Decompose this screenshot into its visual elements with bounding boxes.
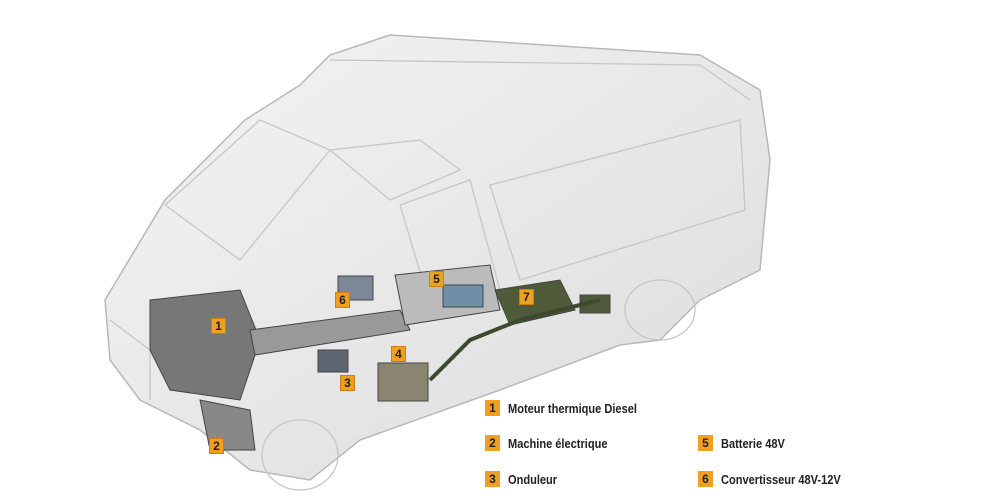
legend-number: 1 bbox=[485, 400, 500, 416]
legend-item-2: 2 Machine électrique bbox=[485, 435, 625, 451]
legend-item-6: 6 Convertisseur 48V-12V bbox=[698, 471, 862, 487]
legend-label: Convertisseur 48V-12V bbox=[721, 471, 841, 487]
legend-label: Machine électrique bbox=[508, 435, 608, 451]
marker-2: 2 bbox=[209, 438, 224, 454]
legend-number: 5 bbox=[698, 435, 713, 451]
legend-label: Onduleur bbox=[508, 471, 558, 487]
legend-label: Moteur thermique Diesel bbox=[508, 400, 637, 416]
legend-label: Batterie 48V bbox=[721, 435, 785, 451]
marker-4: 4 bbox=[391, 346, 406, 362]
exhaust bbox=[249, 309, 411, 356]
legend-item-5: 5 Batterie 48V bbox=[698, 435, 796, 451]
legend-number: 2 bbox=[485, 435, 500, 451]
marker-6: 6 bbox=[335, 292, 350, 308]
legend-number: 6 bbox=[698, 471, 713, 487]
marker-1: 1 bbox=[211, 318, 226, 334]
engine bbox=[149, 289, 261, 401]
powertrain-components bbox=[149, 264, 611, 451]
legend-number: 3 bbox=[485, 471, 500, 487]
marker-5: 5 bbox=[429, 271, 444, 287]
legend-item-3: 3 Onduleur bbox=[485, 471, 566, 487]
legend-item-1: 1 Moteur thermique Diesel bbox=[485, 400, 660, 416]
marker-3: 3 bbox=[340, 375, 355, 391]
marker-7: 7 bbox=[519, 289, 534, 305]
